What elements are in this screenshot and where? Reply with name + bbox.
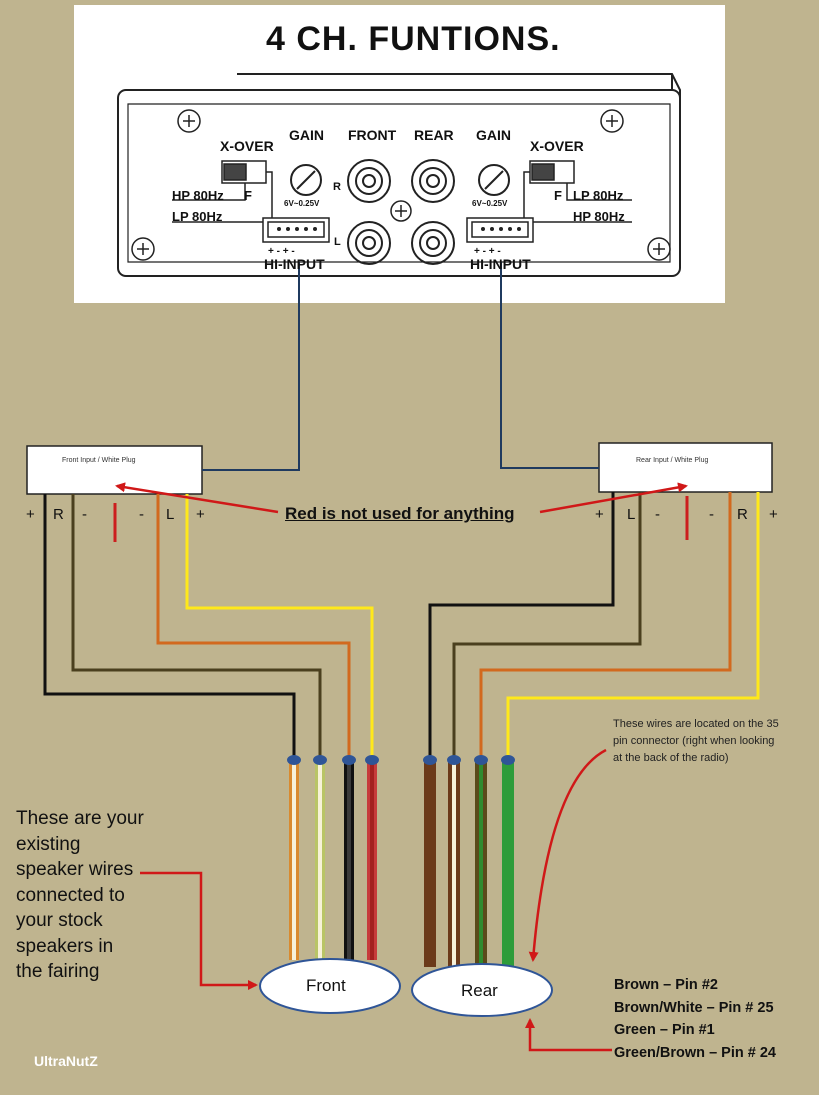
hi-input-label-left: HI-INPUT [264,256,325,272]
rca-jack-icon [347,159,455,265]
gain-knob-icon [290,164,510,196]
red-wire-note: Red is not used for anything [285,504,515,523]
rear-pin-label: - [655,506,660,523]
plug-cable [202,262,599,471]
l-channel-label: L [334,236,341,248]
rear-speaker-wires [424,762,514,967]
xover-label-right: X-OVER [530,138,584,154]
pin-list-item: Green – Pin #1 [614,1022,715,1038]
rear-pin-label: + [595,506,604,523]
pin-list: Brown – Pin #2 Brown/White – Pin # 25 Gr… [614,974,819,1064]
rear-pin-label: - [709,506,714,523]
front-pin-label: L [166,506,175,523]
amp-panel-card [74,5,725,303]
hi-input-label-right: HI-INPUT [470,256,531,272]
voltage-label-left: 6V~0.25V [284,199,320,208]
voltage-label-right: 6V~0.25V [472,199,508,208]
r-channel-label: R [333,181,341,193]
gain-label-right: GAIN [476,127,511,143]
xover-switch-icon [172,160,632,223]
front-pin-label: - [82,506,87,523]
screw-icon [131,109,671,261]
wire-cap-icon [287,755,515,765]
pin-list-item: Green/Brown – Pin # 24 [614,1044,776,1061]
front-oval-label: Front [306,976,346,995]
front-plug-wires [43,494,374,758]
amp-title: 4 CH. FUNTIONS. [266,20,561,58]
rear-plug-wires [428,492,760,758]
rear-plug-label: Rear Input / White Plug [636,457,709,464]
amp-panel [117,73,681,277]
pin-marks-left: + - + - [268,246,295,257]
rear-rca-label: REAR [414,127,454,143]
front-speaker-wires [289,762,377,960]
lp-label-left: LP 80Hz [172,209,223,224]
rear-input-plug [598,442,773,493]
pin-list-item: Brown – Pin #2 [614,977,718,993]
rear-speaker-oval [411,963,553,1017]
xover-label-left: X-OVER [220,138,274,154]
author-credit: UltraNutZ [34,1053,98,1069]
gain-label-left: GAIN [289,127,324,143]
existing-wires-note: These are your existing speaker wires co… [16,808,144,982]
front-pin-label: + [196,506,205,523]
front-rca-label: FRONT [348,127,397,143]
rear-pin-label: + [769,506,778,523]
rear-oval-label: Rear [461,981,498,1000]
red-arrows [115,482,688,1052]
connector-pins [277,227,521,231]
rear-pin-label: R [737,506,748,523]
front-input-plug [26,445,203,495]
pin-marks-right: + - + - [474,246,501,257]
hi-input-connector-icon [262,217,534,243]
front-plug-label: Front Input / White Plug [62,457,136,464]
front-pin-label: + [26,506,35,523]
rear-pin-label: L [627,506,636,523]
hp-label-right: HP 80Hz [573,209,625,224]
f-label-left: F [244,188,252,203]
connector-note: These wires are located on the 35 pin co… [613,718,779,764]
front-pin-label: R [53,506,64,523]
front-speaker-oval [259,958,401,1014]
front-pin-label: - [139,506,144,523]
hp-label-left: HP 80Hz [172,188,224,203]
pin-list-item: Brown/White – Pin # 25 [614,999,774,1016]
f-label-right: F [554,188,562,203]
lp-label-right: LP 80Hz [573,188,624,203]
